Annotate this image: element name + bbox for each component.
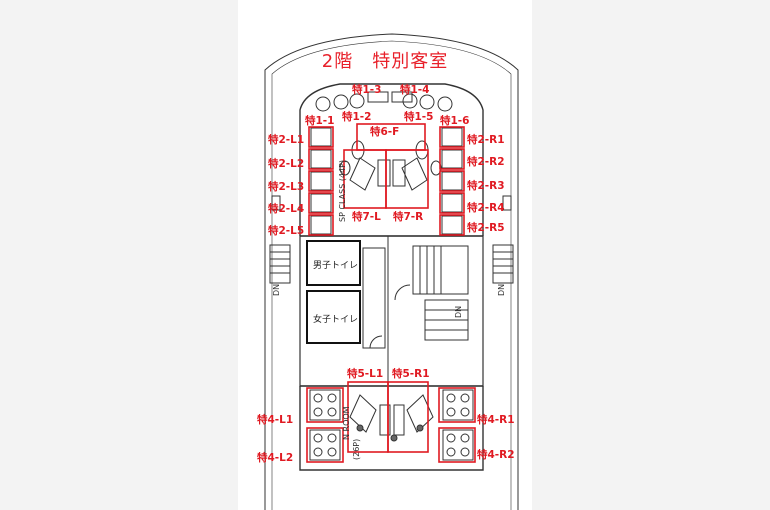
round-seat bbox=[315, 96, 331, 112]
box-5-r1 bbox=[387, 381, 429, 453]
seat-1-4[interactable]: 特1-4 bbox=[400, 84, 430, 96]
mens-toilet-room bbox=[306, 240, 361, 286]
box-4-r1 bbox=[438, 387, 476, 423]
dn-label-right: DN bbox=[497, 283, 506, 296]
highlight-boxes bbox=[306, 123, 476, 463]
dn-label-center: DN bbox=[454, 305, 463, 318]
box-7-r bbox=[385, 149, 429, 209]
left-stair bbox=[269, 244, 291, 284]
seat-1-3[interactable]: 特1-3 bbox=[352, 84, 382, 96]
seat-2-l4[interactable]: 特2-L4 bbox=[268, 203, 305, 215]
special-cabin-wall bbox=[299, 83, 484, 236]
right-seat-column bbox=[441, 127, 463, 235]
box-4-l1 bbox=[306, 387, 344, 423]
seat-5-r1[interactable]: 特5-R1 bbox=[392, 368, 430, 380]
mens-toilet-label: 男子トイレ bbox=[313, 261, 359, 271]
seat-2-r4[interactable]: 特2-R4 bbox=[467, 202, 505, 214]
right-margin bbox=[532, 0, 770, 510]
left-seat-column bbox=[310, 127, 332, 235]
womens-toilet-label: 女子トイレ bbox=[313, 315, 359, 325]
n-room-label: N ROOM bbox=[342, 406, 351, 440]
seat-5-l1[interactable]: 特5-L1 bbox=[347, 368, 384, 380]
seat-4-l1[interactable]: 特4-L1 bbox=[257, 414, 294, 426]
dn-label-left: DN bbox=[272, 283, 281, 296]
left-margin bbox=[0, 0, 238, 510]
hull-outline bbox=[264, 33, 519, 510]
seat-1-2[interactable]: 特1-2 bbox=[342, 111, 372, 123]
seat-2-l5[interactable]: 特2-L5 bbox=[268, 225, 305, 237]
hull-inner-outline bbox=[271, 40, 512, 510]
seat-7-r[interactable]: 特7-R bbox=[393, 211, 424, 223]
seat-1-6[interactable]: 特1-6 bbox=[440, 115, 470, 127]
seat-4-r1[interactable]: 特4-R1 bbox=[477, 414, 515, 426]
seat-1-1[interactable]: 特1-1 bbox=[305, 115, 335, 127]
box-4-r2 bbox=[438, 427, 476, 463]
n-room-capacity-label: (26P) bbox=[352, 438, 361, 460]
seat-2-r3[interactable]: 特2-R3 bbox=[467, 180, 505, 192]
sp-class-label: SP CLASS (44P) bbox=[338, 159, 347, 222]
right-four-seat-tables bbox=[442, 389, 474, 461]
seat-6-f[interactable]: 特6-F bbox=[370, 126, 400, 138]
seat-4-l2[interactable]: 特4-L2 bbox=[257, 452, 294, 464]
womens-toilet-room bbox=[306, 290, 361, 344]
seat-1-5[interactable]: 特1-5 bbox=[404, 111, 434, 123]
seat-2-r2[interactable]: 特2-R2 bbox=[467, 156, 505, 168]
seat-7-l[interactable]: 特7-L bbox=[352, 211, 381, 223]
box-4-l2 bbox=[306, 427, 344, 463]
n-room-wall bbox=[299, 386, 484, 471]
page-title: 2階 特別客室 bbox=[321, 51, 449, 72]
seat-2-r5[interactable]: 特2-R5 bbox=[467, 222, 505, 234]
seat-2-l1[interactable]: 特2-L1 bbox=[268, 134, 305, 146]
seat-2-r1[interactable]: 特2-R1 bbox=[467, 134, 505, 146]
seat-2-l2[interactable]: 特2-L2 bbox=[268, 158, 305, 170]
right-stair bbox=[492, 244, 514, 284]
seat-2-l3[interactable]: 特2-L3 bbox=[268, 181, 305, 193]
seat-4-r2[interactable]: 特4-R2 bbox=[477, 449, 515, 461]
left-four-seat-tables bbox=[309, 389, 341, 461]
